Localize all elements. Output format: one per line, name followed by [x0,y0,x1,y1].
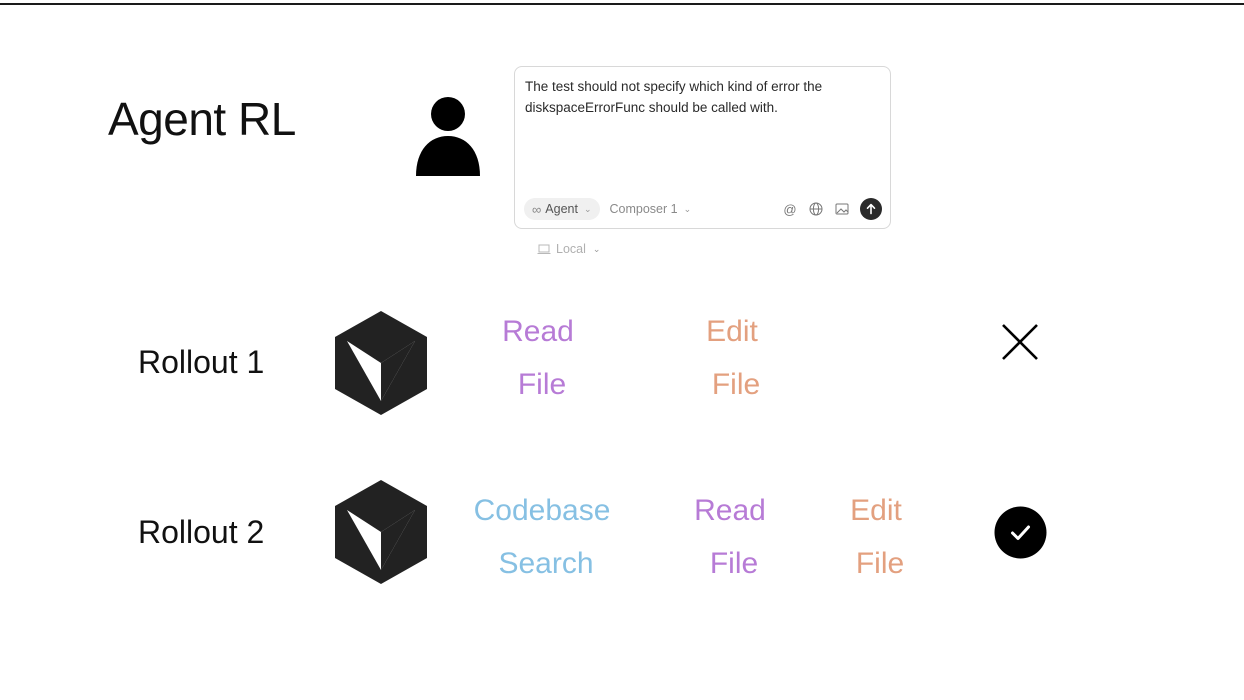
tool-line1: Edit [706,315,758,348]
globe-icon[interactable] [808,201,824,217]
composer-footer: ∞ Agent ⌄ Composer 1 ⌄ @ [524,198,882,220]
tool-line1: Edit [850,494,902,527]
composer-box[interactable]: The test should not specify which kind o… [514,66,891,229]
model-selector[interactable]: Composer 1 ⌄ [610,202,692,216]
tool-line1: Codebase [473,494,611,527]
tool-line2: File [709,547,759,580]
model-label: Composer 1 [609,202,678,216]
tool-line2: File [855,547,905,580]
cube-icon [335,480,427,584]
page-title: Agent RL [108,93,296,145]
rollout-2-label: Rollout 2 [138,514,265,550]
tool-edit-file: Edit File [682,305,782,411]
send-button[interactable] [860,198,882,220]
image-icon[interactable] [834,201,850,217]
user-icon [416,97,480,176]
tool-line2: File [517,368,567,401]
top-divider [0,3,1244,5]
infinity-icon: ∞ [532,201,542,217]
composer-actions: @ [782,198,882,220]
tool-codebase-search: Codebase Search [452,484,632,590]
tool-line1: Read [694,494,766,527]
chevron-down-icon: ⌄ [683,203,692,214]
rollout-1-label: Rollout 1 [138,344,265,380]
tool-line2: File [711,368,761,401]
send-arrow-icon [866,203,876,215]
mode-selector[interactable]: ∞ Agent ⌄ [524,198,600,220]
tool-line2: Search [498,547,594,580]
chevron-down-icon: ⌄ [592,243,601,254]
location-label: Local [556,242,586,256]
tool-read-file: Read File [680,484,780,590]
laptop-icon [537,244,551,254]
at-icon[interactable]: @ [783,201,797,217]
location-selector[interactable]: Local ⌄ [537,242,600,256]
check-circle-icon [994,506,1047,559]
tool-edit-file: Edit File [826,484,926,590]
tool-read-file: Read File [488,305,588,411]
chevron-down-icon: ⌄ [583,203,592,214]
cube-icon [335,311,427,415]
tool-line1: Read [502,315,574,348]
mode-label: Agent [545,202,578,216]
x-icon [1002,324,1038,360]
prompt-input[interactable]: The test should not specify which kind o… [525,79,823,115]
